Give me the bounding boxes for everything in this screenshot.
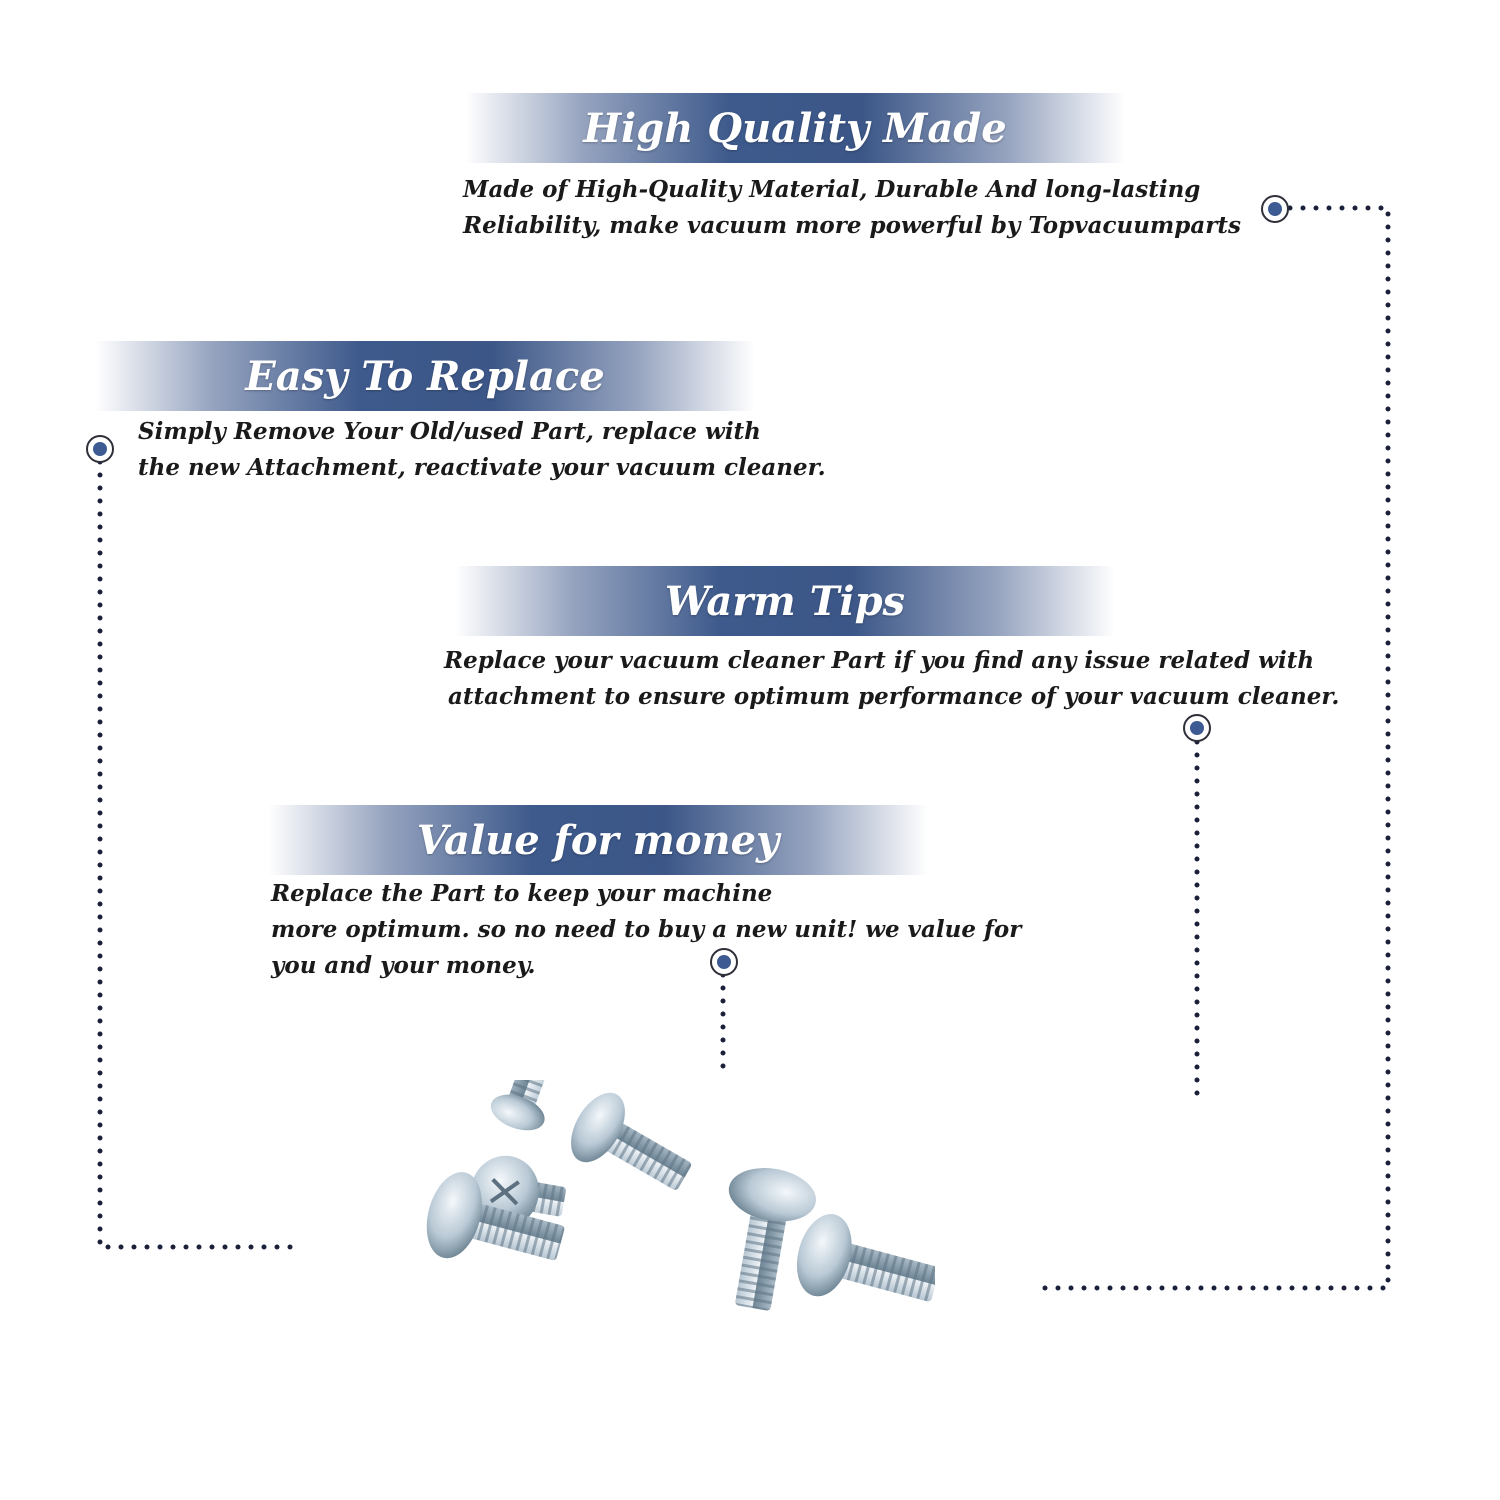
banner-title: Easy To Replace	[245, 352, 605, 400]
description-line: Replace your vacuum cleaner Part if you …	[444, 647, 1315, 674]
marker-dot-icon	[86, 435, 114, 463]
description-line: Made of High-Quality Material, Durable A…	[463, 176, 1201, 203]
description-warm-tips: Replace your vacuum cleaner Part if you …	[444, 643, 1339, 715]
banner-title: Warm Tips	[664, 577, 906, 625]
marker-dot-icon	[1261, 195, 1289, 223]
description-line: Simply Remove Your Old/used Part, replac…	[138, 418, 761, 445]
description-line: the new Attachment, reactivate your vacu…	[138, 454, 826, 481]
description-line: you and your money.	[271, 952, 536, 979]
banner-warm-tips: Warm Tips	[455, 566, 1115, 636]
description-value-money: Replace the Part to keep your machine mo…	[271, 876, 1021, 984]
screws-image	[426, 1080, 935, 1311]
banner-title: Value for money	[416, 816, 780, 864]
marker-dot-icon	[710, 948, 738, 976]
description-high-quality: Made of High-Quality Material, Durable A…	[463, 172, 1241, 244]
banner-easy-replace: Easy To Replace	[95, 341, 755, 411]
description-easy-replace: Simply Remove Your Old/used Part, replac…	[138, 414, 826, 486]
description-line: Replace the Part to keep your machine	[271, 880, 773, 907]
banner-value-money: Value for money	[268, 805, 928, 875]
description-line: more optimum. so no need to buy a new un…	[271, 916, 1022, 943]
banner-title: High Quality Made	[583, 104, 1007, 152]
description-line: Reliability, make vacuum more powerful b…	[463, 212, 1241, 239]
banner-high-quality: High Quality Made	[465, 93, 1125, 163]
marker-dot-icon	[1183, 714, 1211, 742]
description-line: attachment to ensure optimum performance…	[448, 683, 1340, 710]
